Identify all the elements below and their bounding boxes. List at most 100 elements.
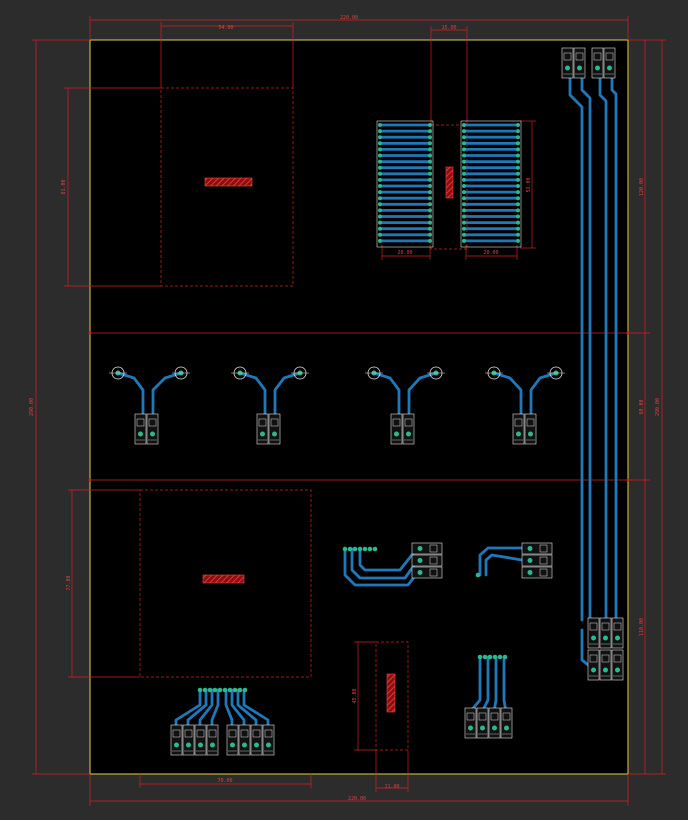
long-trace-3 [598, 68, 608, 627]
terminal-body [476, 707, 489, 739]
header-pad [428, 147, 432, 152]
terminal-pad [230, 742, 235, 748]
conn-pin-row-a [372, 546, 378, 552]
header-pad [462, 129, 466, 134]
header-pad [462, 238, 466, 243]
bottom-left-pin-row [202, 687, 208, 693]
bottom-right-pin-row [487, 654, 493, 660]
header-pad [428, 190, 432, 195]
header-pad [378, 202, 382, 207]
header-pad [516, 177, 520, 182]
bottom-left-pin-row [197, 687, 203, 693]
led-trace [529, 371, 558, 420]
header-pad [378, 165, 382, 170]
header-pad [516, 141, 520, 146]
terminal-body [390, 413, 403, 445]
dim-right-middle: 60.00 [639, 399, 645, 414]
terminal-screw [613, 622, 622, 631]
dim-slot-height: 45.00 [352, 688, 358, 703]
header-pad [428, 214, 432, 219]
terminal-body [599, 617, 612, 649]
keepout-marker-4[interactable] [386, 673, 396, 713]
terminal-pad [527, 558, 533, 563]
conn-trace [358, 547, 417, 572]
conn-pin-row-a [357, 546, 363, 552]
header-pad [378, 214, 382, 219]
terminal-screw [593, 52, 602, 61]
terminal-pad [150, 431, 155, 437]
terminal-screw [514, 418, 523, 427]
terminal-body [226, 724, 239, 756]
terminal-screw [429, 556, 438, 565]
terminal-pad [186, 742, 191, 748]
header-pad [378, 177, 382, 182]
header-pad [462, 196, 466, 201]
bottom-left-pin-row [212, 687, 218, 693]
terminal-screw [490, 712, 499, 721]
terminal-screw [228, 729, 237, 738]
long-trace-1 [568, 68, 584, 622]
header-pad [462, 184, 466, 188]
terminal-pad [603, 667, 608, 673]
header-pad [378, 153, 382, 158]
terminal-body [411, 542, 443, 555]
header-pad [428, 123, 432, 127]
conn-trace [343, 547, 417, 587]
header-pad [428, 220, 432, 225]
terminal-screw [252, 729, 261, 738]
conn-pin-row-a [347, 546, 353, 552]
terminal-screw [184, 729, 193, 738]
header-pad [378, 196, 382, 201]
terminal-pad [174, 742, 179, 748]
conn-trace [478, 546, 524, 577]
terminal-screw [589, 654, 598, 663]
terminal-body [262, 724, 275, 756]
trace-layer[interactable] [116, 68, 618, 734]
terminal-body [146, 413, 159, 445]
dim-area3-height: 77.00 [66, 575, 72, 590]
terminal-body [500, 707, 513, 739]
terminal-body [488, 707, 501, 739]
bottom-left-pin-row [227, 687, 233, 693]
board-outline[interactable] [89, 39, 629, 775]
terminal-screw [478, 712, 487, 721]
conn-pin-single [475, 572, 481, 578]
header-pad [516, 202, 520, 207]
bottom-right-terminal [464, 707, 513, 739]
dim-overall-height-right: 290.00 [655, 398, 661, 416]
dim-area1-height: 81.00 [61, 179, 67, 194]
long-trace-4 [610, 68, 618, 627]
terminal-lower-right-b [587, 649, 624, 681]
keepout-marker-1[interactable] [204, 177, 253, 187]
header-pad [428, 129, 432, 134]
header-pad [462, 220, 466, 225]
terminal-body [206, 724, 219, 756]
component-layer[interactable] [109, 47, 624, 756]
conn-terminal-a [411, 542, 443, 579]
terminal-pad [480, 725, 485, 731]
terminal-body [573, 47, 586, 79]
terminal-pad [577, 65, 582, 71]
header-pad [378, 220, 382, 225]
terminal-screw [270, 418, 279, 427]
keepout-marker-3[interactable] [202, 574, 245, 584]
led-terminal-3 [512, 413, 537, 445]
terminal-body [250, 724, 263, 756]
terminal-pad [417, 558, 423, 563]
header-pad [516, 159, 520, 164]
header-pad [516, 123, 520, 127]
terminal-pad [254, 742, 259, 748]
keepout-marker-2[interactable] [445, 166, 454, 199]
header-pad [428, 141, 432, 146]
header-pad [462, 123, 466, 127]
terminal-screw [563, 52, 572, 61]
header-pad [378, 226, 382, 231]
header-pad [462, 135, 466, 140]
header-pad [428, 202, 432, 207]
terminal-screw [148, 418, 157, 427]
header-pad [462, 190, 466, 195]
terminal-lower-right-a [587, 617, 624, 649]
header-pad [378, 171, 382, 176]
terminal-body [587, 617, 600, 649]
